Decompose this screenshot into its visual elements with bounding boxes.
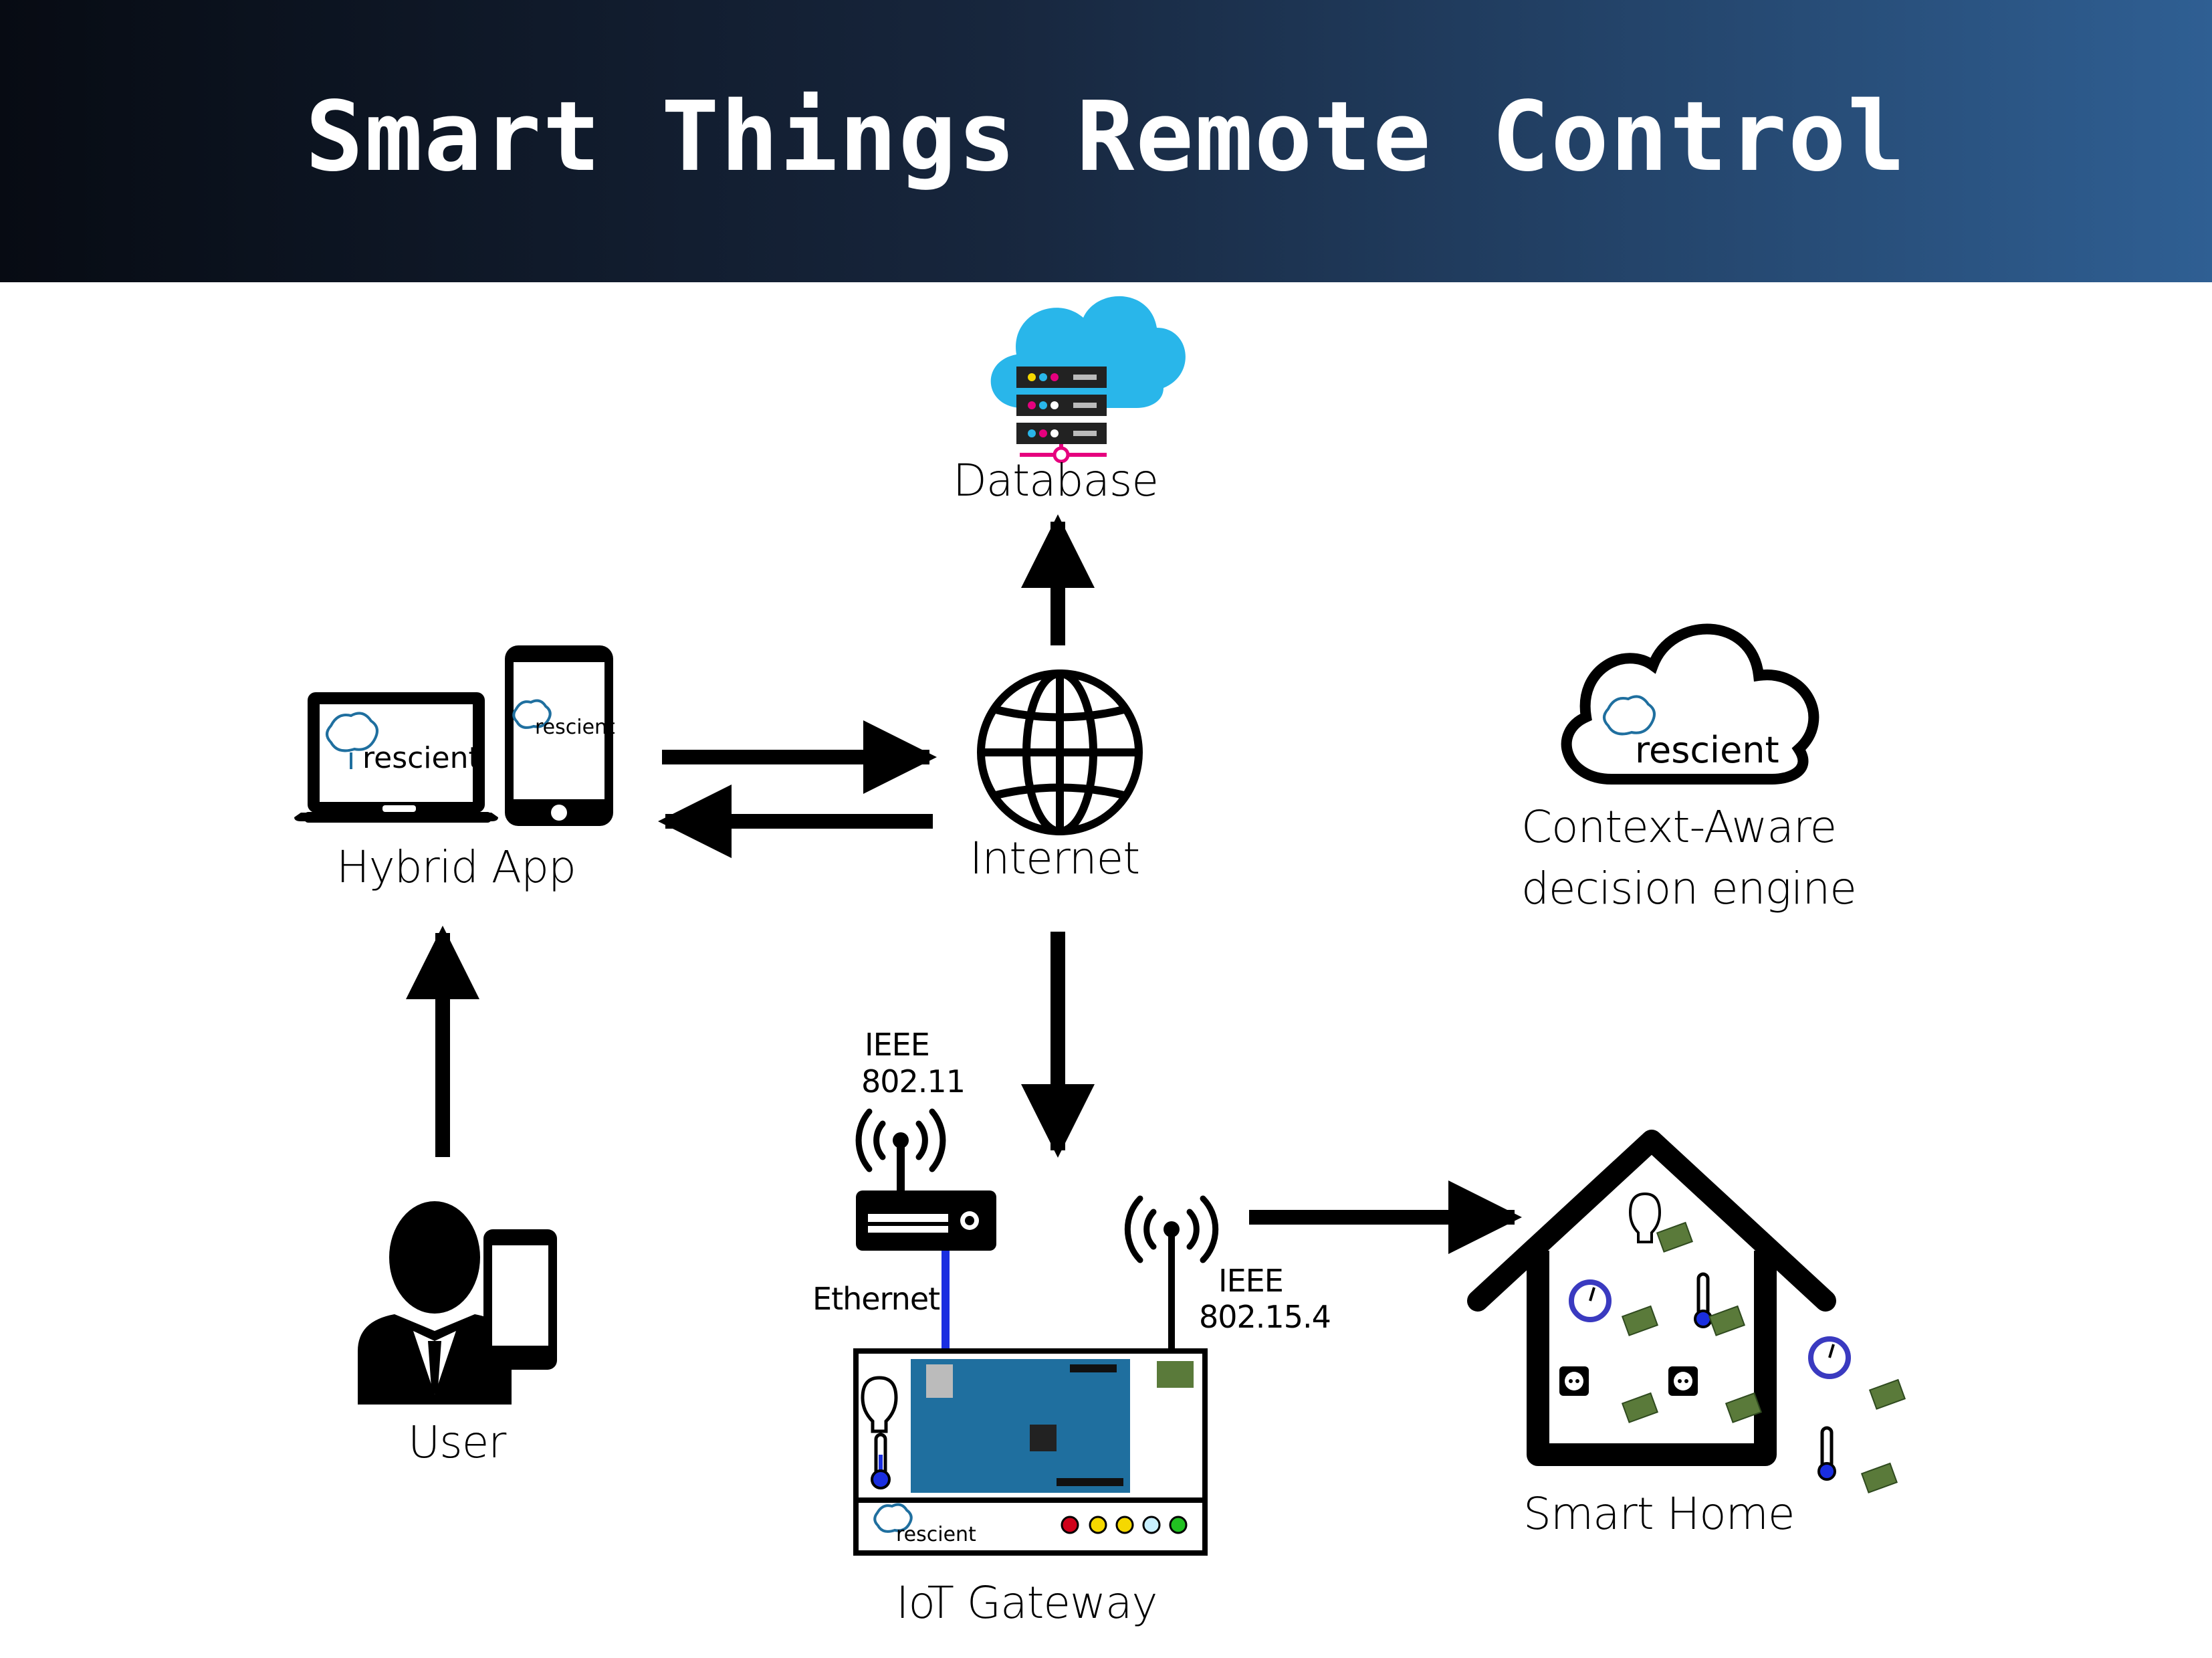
database-icon xyxy=(990,296,1186,463)
phone-icon xyxy=(505,645,613,826)
laptop-icon xyxy=(294,692,498,823)
gateway-bulb-icon xyxy=(861,1376,898,1433)
brand-phone: rescient xyxy=(535,716,615,739)
house-icon xyxy=(1467,1130,1836,1466)
brand-gateway: rescient xyxy=(896,1523,976,1546)
gateway-thermometer-icon xyxy=(871,1433,891,1489)
user-phone-icon xyxy=(483,1229,557,1370)
cloud-icon xyxy=(1561,623,1819,785)
brand-laptop: rescient xyxy=(362,741,480,775)
label-wifi-line2: 802.11 xyxy=(861,1063,966,1100)
label-iot-gateway: IoT Gateway xyxy=(896,1577,1157,1629)
arrows xyxy=(406,514,1522,1254)
label-hybrid-app: Hybrid App xyxy=(336,841,576,893)
globe-icon xyxy=(977,669,1143,835)
label-zigbee-line2: 802.15.4 xyxy=(1199,1299,1331,1335)
home-bulb-icon xyxy=(1628,1192,1662,1243)
label-context-engine-line2: decision engine xyxy=(1521,863,1857,914)
label-context-engine-line1: Context-Aware xyxy=(1521,801,1837,853)
home-meter-icons xyxy=(1569,1279,1851,1379)
router-icon xyxy=(855,1108,996,1251)
label-wifi-line1: IEEE xyxy=(865,1027,930,1063)
antenna-icon xyxy=(1124,1195,1219,1351)
label-internet: Internet xyxy=(970,833,1140,884)
header-banner: Smart Things Remote Control xyxy=(0,0,2212,282)
home-thermometer-icons xyxy=(1694,1272,1836,1481)
brain-logo-icon xyxy=(326,699,552,769)
label-zigbee-line1: IEEE xyxy=(1218,1263,1284,1299)
gateway-leds xyxy=(1061,1516,1188,1534)
brand-cloud: rescient xyxy=(1635,729,1779,771)
label-ethernet: Ethernet xyxy=(812,1281,940,1317)
sensor-module-icons xyxy=(1621,1221,1906,1493)
label-database: Database xyxy=(953,455,1159,506)
user-icon xyxy=(358,1201,512,1405)
label-smart-home: Smart Home xyxy=(1523,1488,1795,1540)
label-user: User xyxy=(408,1417,506,1468)
home-socket-icons xyxy=(1559,1366,1698,1396)
gateway-brain-logo-icon xyxy=(873,1503,913,1533)
page-title: Smart Things Remote Control xyxy=(305,80,1907,193)
